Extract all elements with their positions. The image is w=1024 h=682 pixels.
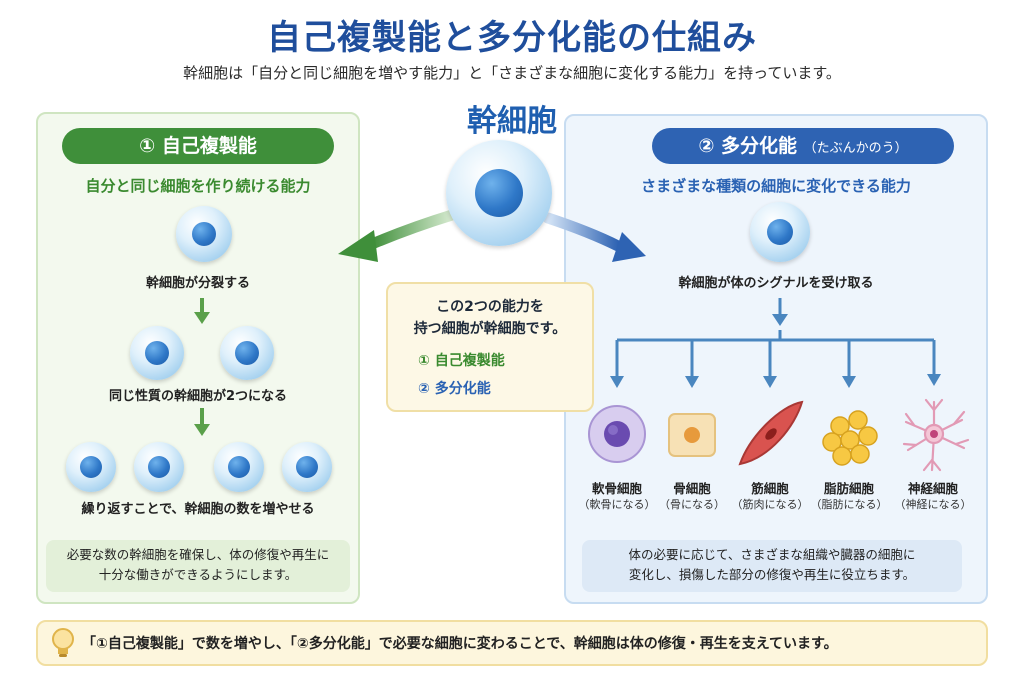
definition-item-multipotency: ② 多分化能 [418, 381, 491, 397]
cell-nucleus [296, 456, 318, 478]
left-step-arrow-1 [194, 298, 210, 324]
cell-type-name-bone: 骨細胞 [673, 481, 711, 496]
summary-text: 「①自己複製能」で数を増やし、「②多分化能」で必要な細胞に変わることで、幹細胞は… [82, 636, 838, 652]
self-renewal-description: 自分と同じ細胞を作り続ける能力 [85, 177, 311, 195]
multipotency-panel [564, 114, 988, 604]
self-renewal-title: ① 自己複製能 [62, 128, 334, 164]
arrow-head-blue [612, 232, 646, 262]
cell-type-sub-fat: （脂肪になる） [810, 498, 888, 511]
self-renewal-step2: 同じ性質の幹細胞が2つになる [108, 389, 288, 404]
cell-type-name-cartilage: 軟骨細胞 [591, 481, 642, 496]
arrow-head-green [338, 230, 378, 262]
stem-cell-nucleus [475, 169, 523, 217]
right-branch-connectors [615, 298, 936, 378]
left-daughter-cell-1 [130, 326, 184, 380]
self-renewal-note: 必要な数の幹細胞を確保し、体の修復や再生に 十分な働きができるようにします。 [46, 540, 350, 592]
nerve-cell-icon [902, 398, 970, 472]
self-renewal-panel [36, 112, 360, 604]
self-renewal-note-line2: 十分な働きができるようにします。 [98, 567, 298, 582]
stem-cell-label: 幹細胞 [467, 104, 557, 139]
multipotency-note-line2: 変化し、損傷した部分の修復や再生に役立ちます。 [628, 567, 916, 582]
self-renewal-note-line1: 必要な数の幹細胞を確保し、体の修復や再生に [66, 547, 330, 562]
left-cell-4b [134, 442, 184, 492]
left-step-arrow-2 [194, 408, 210, 436]
cell-type-name-muscle: 筋細胞 [751, 481, 789, 496]
bone-cell-icon [668, 413, 716, 457]
cell-type-name-nerve: 神経細胞 [907, 481, 958, 496]
muscle-cell-icon [738, 400, 804, 466]
left-daughter-cell-2 [220, 326, 274, 380]
multipotency-title: ② 多分化能 （たぶんかのう） [652, 128, 954, 164]
definition-line1: この2つの能力を [436, 299, 544, 315]
cell-nucleus [192, 222, 216, 246]
right-branch-arrowheads [610, 314, 941, 388]
multipotency-note-line1: 体の必要に応じて、さまざまな組織や臓器の細胞に [628, 547, 916, 562]
cell-nucleus [80, 456, 102, 478]
cell-nucleus [235, 341, 259, 365]
left-cell-4a [66, 442, 116, 492]
cell-type-name-fat: 脂肪細胞 [823, 481, 874, 496]
fat-cell-icon [822, 410, 878, 466]
definition-item-self-renewal: ① 自己複製能 [418, 353, 505, 369]
right-stem-cell [750, 202, 810, 262]
multipotency-step1: 幹細胞が体のシグナルを受け取る [678, 276, 874, 291]
cell-type-sub-nerve: （神経になる） [894, 498, 972, 511]
cell-nucleus [228, 456, 250, 478]
multipotency-note: 体の必要に応じて、さまざまな組織や臓器の細胞に 変化し、損傷した部分の修復や再生… [582, 540, 962, 592]
cartilage-cell-icon [588, 405, 646, 463]
definition-line2: 持つ細胞が幹細胞です。 [413, 321, 567, 337]
lightbulb-icon [52, 628, 74, 657]
cell-type-sub-bone: （骨になる） [659, 498, 725, 511]
cell-type-sub-cartilage: （軟骨になる） [578, 498, 656, 511]
stem-cell-definition-box [386, 282, 594, 412]
self-renewal-step3: 繰り返すことで、幹細胞の数を増やせる [81, 502, 315, 517]
arrow-to-self-renewal [366, 209, 458, 250]
cell-type-sub-muscle: （筋肉になる） [731, 498, 809, 511]
differentiated-cells [588, 398, 970, 472]
multipotency-description: さまざまな種類の細胞に変化できる能力 [641, 177, 911, 195]
cell-nucleus [145, 341, 169, 365]
page-title: 自己複製能と多分化能の仕組み [267, 18, 757, 58]
summary-box [36, 620, 988, 666]
multipotency-title-reading: （たぶんかのう） [803, 141, 908, 156]
multipotency-title-text: ② 多分化能 [698, 135, 798, 157]
cell-nucleus [767, 219, 793, 245]
page-subtitle: 幹細胞は「自分と同じ細胞を増やす能力」と「さまざまな細胞に変化する能力」を持って… [183, 64, 841, 82]
left-stem-cell [176, 206, 232, 262]
left-cell-4d [282, 442, 332, 492]
arrow-to-multipotency [542, 212, 624, 252]
self-renewal-step1: 幹細胞が分裂する [145, 276, 250, 291]
cell-nucleus [148, 456, 170, 478]
stem-cell-main [446, 140, 552, 246]
left-cell-4c [214, 442, 264, 492]
